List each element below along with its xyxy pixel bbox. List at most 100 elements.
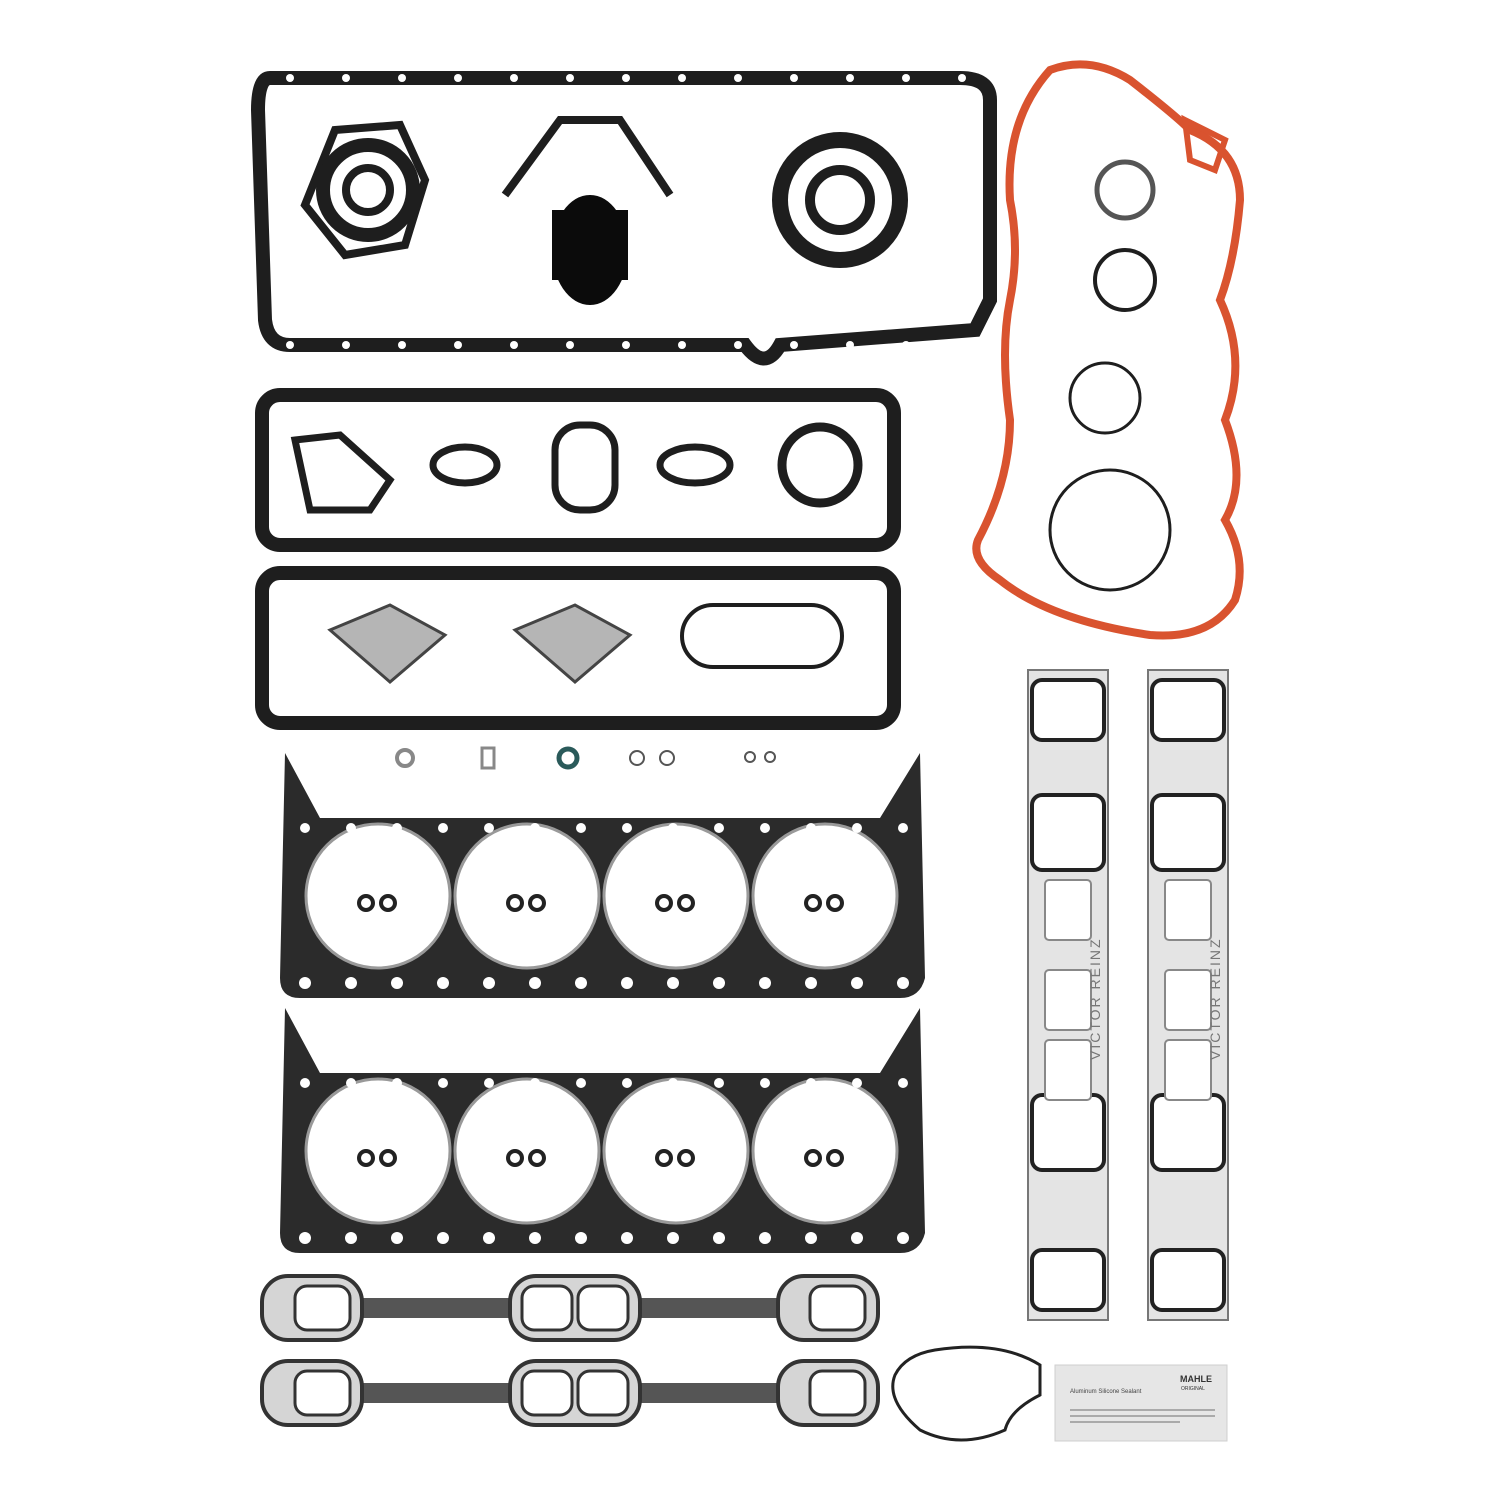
intake-port bbox=[1030, 1093, 1106, 1172]
bolt-hole bbox=[510, 341, 518, 349]
coolant-hole bbox=[806, 823, 816, 833]
bolt-hole bbox=[398, 74, 406, 82]
seal-ring bbox=[528, 1149, 546, 1167]
cylinder-bore bbox=[453, 822, 601, 970]
coolant-hole bbox=[530, 823, 540, 833]
coolant-hole bbox=[714, 1078, 724, 1088]
valve-cover-gasket-2 bbox=[255, 566, 901, 730]
coolant-hole bbox=[576, 1078, 586, 1088]
seal-ring bbox=[379, 1149, 397, 1167]
coolant-hole bbox=[852, 1078, 862, 1088]
seal-ring bbox=[804, 1149, 822, 1167]
rear-main-seal-retainer-gasket bbox=[300, 120, 430, 260]
coolant-hole bbox=[437, 1232, 449, 1244]
coolant-hole bbox=[530, 1078, 540, 1088]
coolant-hole bbox=[346, 1078, 356, 1088]
coolant-hole bbox=[438, 823, 448, 833]
coolant-hole bbox=[345, 1232, 357, 1244]
seal-ring bbox=[677, 894, 695, 912]
seal-ring bbox=[506, 1149, 524, 1167]
seal-ring bbox=[655, 894, 673, 912]
coolant-hole bbox=[299, 1232, 311, 1244]
bolt-hole bbox=[454, 341, 462, 349]
coolant-hole bbox=[391, 1232, 403, 1244]
bolt-hole bbox=[342, 74, 350, 82]
seal-ring bbox=[804, 894, 822, 912]
coolant-hole bbox=[484, 823, 494, 833]
coolant-hole bbox=[529, 977, 541, 989]
bolt-hole bbox=[286, 341, 294, 349]
cylinder-bore bbox=[751, 1077, 899, 1225]
seal-ring bbox=[357, 894, 375, 912]
coolant-hole bbox=[760, 823, 770, 833]
coolant-hole bbox=[897, 977, 909, 989]
seal-ring bbox=[826, 894, 844, 912]
small-seals bbox=[395, 746, 776, 770]
exhaust-port bbox=[576, 1284, 630, 1332]
coolant-hole bbox=[851, 1232, 863, 1244]
intake-brand-label-left: VICTOR REINZ bbox=[1087, 937, 1103, 1060]
coolant-hole bbox=[805, 1232, 817, 1244]
bolt-hole bbox=[902, 341, 910, 349]
seal-ring bbox=[506, 894, 524, 912]
coolant-hole bbox=[852, 823, 862, 833]
exhaust-port bbox=[293, 1284, 352, 1332]
bolt-hole bbox=[622, 74, 630, 82]
coolant-hole bbox=[806, 1078, 816, 1088]
exhaust-port bbox=[520, 1284, 574, 1332]
coolant-hole bbox=[391, 977, 403, 989]
intake-manifold-gasket-left bbox=[1027, 669, 1109, 1321]
intake-port bbox=[1150, 1093, 1226, 1172]
coolant-hole bbox=[898, 1078, 908, 1088]
seal-ring bbox=[379, 894, 397, 912]
seal-ring bbox=[826, 1149, 844, 1167]
timing-cover-gasket bbox=[972, 60, 1245, 640]
sealant-packet: MAHLE ORIGINAL Aluminum Silicone Sealant bbox=[1054, 1364, 1228, 1442]
coolant-hole bbox=[300, 823, 310, 833]
intake-brand-label-right: VICTOR REINZ bbox=[1207, 937, 1223, 1060]
bolt-hole bbox=[902, 74, 910, 82]
bolt-hole bbox=[342, 341, 350, 349]
bolt-hole bbox=[958, 341, 966, 349]
bolt-hole bbox=[566, 74, 574, 82]
cylinder-bore bbox=[304, 1077, 452, 1225]
coolant-hole bbox=[484, 1078, 494, 1088]
cylinder-bore bbox=[453, 1077, 601, 1225]
coolant-hole bbox=[438, 1078, 448, 1088]
coolant-hole bbox=[759, 1232, 771, 1244]
bolt-hole bbox=[846, 74, 854, 82]
packet-brand: MAHLE bbox=[1180, 1374, 1212, 1384]
bolt-hole bbox=[846, 341, 854, 349]
coolant-hole bbox=[898, 823, 908, 833]
coolant-hole bbox=[621, 1232, 633, 1244]
coolant-hole bbox=[392, 823, 402, 833]
seal-ring bbox=[528, 894, 546, 912]
intake-opening bbox=[1044, 969, 1092, 1031]
bolt-hole bbox=[790, 341, 798, 349]
coolant-hole bbox=[622, 1078, 632, 1088]
head-gasket-body bbox=[280, 1008, 925, 1253]
exhaust-manifold-gasket-1 bbox=[260, 1274, 880, 1342]
coolant-hole bbox=[483, 977, 495, 989]
coolant-hole bbox=[299, 977, 311, 989]
rear-main-seal-cap bbox=[501, 116, 674, 305]
coolant-hole bbox=[667, 977, 679, 989]
bolt-hole bbox=[510, 74, 518, 82]
cylinder-head-gasket-1 bbox=[280, 753, 925, 998]
intake-port bbox=[1030, 678, 1106, 742]
cylinder-bore bbox=[602, 1077, 750, 1225]
coolant-hole bbox=[575, 977, 587, 989]
coolant-hole bbox=[575, 1232, 587, 1244]
intake-port bbox=[1150, 678, 1226, 742]
coolant-hole bbox=[529, 1232, 541, 1244]
timing-cover-seal bbox=[772, 132, 908, 268]
exhaust-port bbox=[808, 1284, 867, 1332]
valve-cover-gasket-1 bbox=[255, 388, 901, 552]
exhaust-port bbox=[576, 1369, 630, 1417]
intake-port bbox=[1150, 1248, 1226, 1312]
bolt-hole bbox=[958, 74, 966, 82]
cylinder-bore bbox=[304, 822, 452, 970]
seal-ring bbox=[677, 1149, 695, 1167]
